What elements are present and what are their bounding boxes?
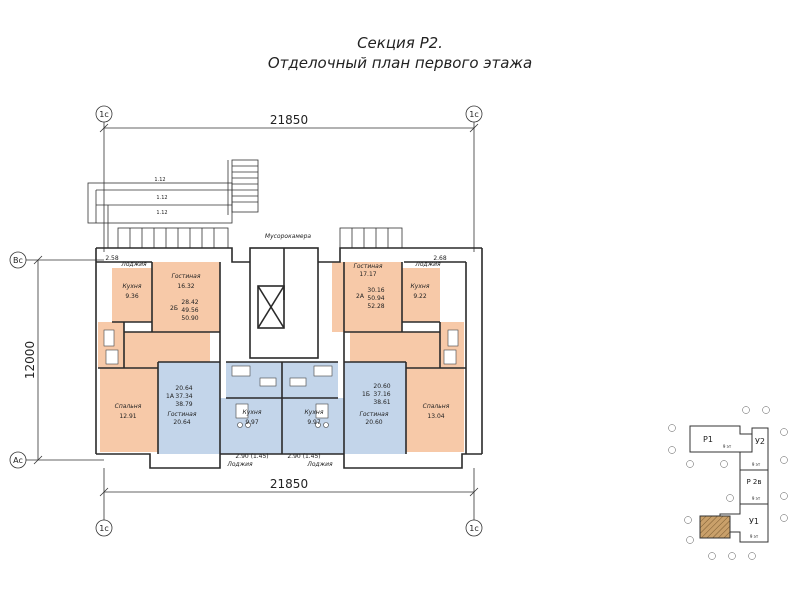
tr-kitchen-area: 9.22 xyxy=(413,293,427,300)
loggia-label-bl: Лоджия xyxy=(226,461,253,468)
room-tl-hall xyxy=(124,332,210,362)
keyplan-floors-1: 9 эт xyxy=(723,444,732,449)
bl-apt-a: 20.64 xyxy=(175,385,192,392)
bl-living-name: Гостиная xyxy=(168,411,197,418)
keyplan-y2: У2 xyxy=(755,437,765,446)
br-kitchen-area: 9.97 xyxy=(307,419,321,426)
tr-apt-a: 30.16 xyxy=(367,287,384,294)
room-tl-bed xyxy=(100,362,158,452)
rooms xyxy=(98,262,464,454)
key-plan-ticks xyxy=(668,406,788,560)
fixtures xyxy=(103,329,459,428)
br-living-name: Гостиная xyxy=(360,411,389,418)
room-br-living xyxy=(344,362,406,454)
tl-bed-name: Спальня xyxy=(115,403,142,410)
room-br-kitchen xyxy=(282,398,344,454)
dimension-left: 12000 xyxy=(23,341,37,379)
sheet-title: Секция Р2. xyxy=(357,34,443,52)
axis-label-top-left: 1с xyxy=(99,110,109,119)
room-tl-living xyxy=(152,262,220,332)
keyplan-y1: У1 xyxy=(749,517,759,526)
stair-dim-a: 1.12 xyxy=(154,177,165,183)
room-labels: Мусорокамера Лоджия Лоджия Лоджия Лоджия… xyxy=(105,233,449,468)
tr-living-area: 17.17 xyxy=(359,271,376,278)
sheet-subtitle: Отделочный план первого этажа xyxy=(267,54,533,72)
axis-label-left-top: Вс xyxy=(13,256,23,265)
room-tr-hall xyxy=(350,332,440,362)
tl-kitchen-name: Кухня xyxy=(123,283,142,290)
keyplan-floors-2: 9 эт xyxy=(752,462,761,467)
key-plan xyxy=(689,425,769,543)
tl-apt-b: 49.56 xyxy=(181,307,198,314)
room-bl-kitchen xyxy=(220,398,282,454)
br-apt-type: 1Б xyxy=(362,391,370,398)
bl-living-area: 20.64 xyxy=(173,419,190,426)
tr-living-name: Гостиная xyxy=(354,263,383,270)
room-tl-kitchen xyxy=(112,268,152,322)
tl-living-name: Гостиная xyxy=(172,273,201,280)
axis-label-bottom-left: 1с xyxy=(99,524,109,533)
room-tr-kitchen xyxy=(402,268,440,322)
br-apt-c: 38.61 xyxy=(373,399,390,406)
dim-label-br: 2.90 (1.45) xyxy=(287,453,320,460)
dim-label-bl: 2.90 (1.45) xyxy=(235,453,268,460)
dim-label-tl: 2.58 xyxy=(105,255,119,262)
keyplan-floors-3: 9 эт xyxy=(752,496,761,501)
keyplan-p2b: Р 2в xyxy=(746,478,761,486)
axis-bubbles xyxy=(9,105,483,537)
keyplan-floors-4: 9 эт xyxy=(750,534,759,539)
stair-dim-b: 1.12 xyxy=(156,195,167,201)
br-apt-a: 20.60 xyxy=(373,383,390,390)
musoro-label: Мусорокамера xyxy=(265,233,312,240)
loggia-label-tl: Лоджия xyxy=(120,261,147,268)
loggia-label-br: Лоджия xyxy=(306,461,333,468)
tl-bed-area: 12.91 xyxy=(119,413,136,420)
tr-apt-b: 50.94 xyxy=(367,295,384,302)
tr-apt-type: 2А xyxy=(356,293,365,300)
bl-apt-b: 37.34 xyxy=(175,393,192,400)
loggia-label-tr: Лоджия xyxy=(414,261,441,268)
dimension-bottom: 21850 xyxy=(270,477,308,491)
dimension-top: 21850 xyxy=(270,113,308,127)
bl-kitchen-name: Кухня xyxy=(243,409,262,416)
bl-kitchen-area: 9.97 xyxy=(245,419,259,426)
room-tr-bed xyxy=(406,362,464,452)
dim-label-tr: 2.68 xyxy=(433,255,447,262)
axis-label-top-right: 1с xyxy=(469,110,479,119)
stair-dim-c: 1.12 xyxy=(156,210,167,216)
entrance-ramp xyxy=(87,159,403,249)
br-kitchen-name: Кухня xyxy=(305,409,324,416)
keyplan-p1: Р1 xyxy=(703,435,713,444)
axis-label-left-bottom: Ас xyxy=(13,456,23,465)
tr-bed-name: Спальня xyxy=(423,403,450,410)
tr-bed-area: 13.04 xyxy=(427,413,444,420)
br-apt-b: 37.16 xyxy=(373,391,390,398)
tr-apt-c: 52.28 xyxy=(367,303,384,310)
tl-apt-c: 50.90 xyxy=(181,315,198,322)
axis-label-bottom-right: 1с xyxy=(469,524,479,533)
tr-kitchen-name: Кухня xyxy=(411,283,430,290)
br-living-area: 20.60 xyxy=(365,419,382,426)
tl-living-area: 16.32 xyxy=(177,283,194,290)
bl-apt-type: 1А xyxy=(166,393,175,400)
tl-apt-type: 2Б xyxy=(170,305,178,312)
room-bl-living xyxy=(158,362,220,454)
dimension-lines xyxy=(26,122,479,520)
tl-kitchen-area: 9.36 xyxy=(125,293,139,300)
bl-apt-c: 38.79 xyxy=(175,401,192,408)
tl-apt-a: 28.42 xyxy=(181,299,198,306)
walls xyxy=(95,247,483,469)
